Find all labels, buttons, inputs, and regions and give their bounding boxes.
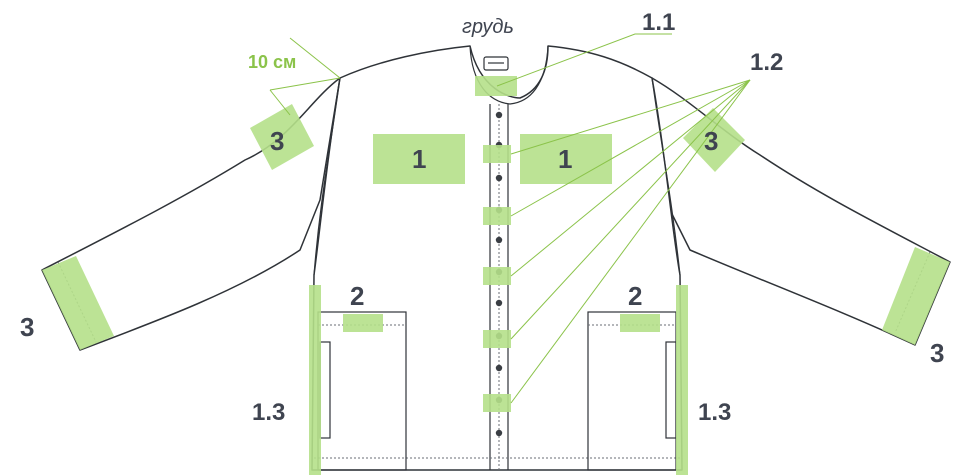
leader-1-2-b [510, 79, 751, 217]
right-armhole-seam [651, 77, 681, 276]
neckline [469, 45, 549, 105]
zone-2-left-label: 2 [350, 281, 364, 311]
zone-1-2-area [483, 145, 511, 163]
leader-1-2-d [510, 79, 751, 340]
zone-1-2-label: 1.2 [750, 49, 783, 76]
leader-lines [269, 33, 751, 404]
zone-1-3-left-label: 1.3 [252, 399, 285, 426]
button [495, 364, 503, 372]
leader-1-2-c [510, 79, 751, 277]
zone-2-left-area [343, 314, 383, 332]
zone-3-left-shoulder-area [250, 104, 314, 170]
zone-2-right-label: 2 [628, 281, 642, 311]
zone-1-right-area [520, 134, 612, 184]
leader-1-2-e [510, 79, 751, 404]
leader-1-2-a [510, 79, 751, 155]
dimension-label: 10 см [248, 52, 296, 72]
zone-3-right-cuff-label: 3 [930, 338, 944, 368]
zone-1-right-label: 1 [558, 144, 572, 174]
zone-1-2-area [483, 267, 511, 285]
dimension-line [269, 77, 341, 91]
button [495, 236, 503, 244]
button [495, 174, 503, 182]
button [495, 429, 503, 437]
zone-1-3-right-area [676, 285, 688, 475]
zone-3-left-cuff-area [42, 256, 114, 350]
zone-3-right-shoulder-label: 3 [704, 126, 718, 156]
zone-3-left-shoulder-label: 3 [270, 126, 284, 156]
zone-3-right-shoulder-area [683, 108, 745, 172]
zone-1-1-label: 1.1 [642, 9, 675, 36]
zone-1-2-area [483, 207, 511, 225]
zone-1-3-right-label: 1.3 [698, 399, 731, 426]
zone-1-left-area [373, 134, 465, 184]
zone-1-1-area [475, 76, 517, 96]
zone-3-left-cuff-label: 3 [20, 312, 34, 342]
chest-caption: грудь [462, 16, 514, 38]
hanger-loop [483, 56, 509, 71]
leader-1-1 [496, 33, 672, 87]
zone-2-right-area [620, 314, 660, 332]
zone-1-left-label: 1 [412, 144, 426, 174]
zone-3-right-cuff-area [882, 247, 950, 345]
dimension-line-ext [289, 37, 341, 79]
print-zones [42, 76, 950, 475]
button [495, 111, 503, 119]
left-armhole-seam [313, 77, 341, 276]
zone-1-2-area [483, 330, 511, 348]
zone-1-3-left-area [309, 285, 321, 475]
button [495, 299, 503, 307]
dimension-line-left [269, 89, 291, 116]
zone-1-2-area [483, 394, 511, 412]
